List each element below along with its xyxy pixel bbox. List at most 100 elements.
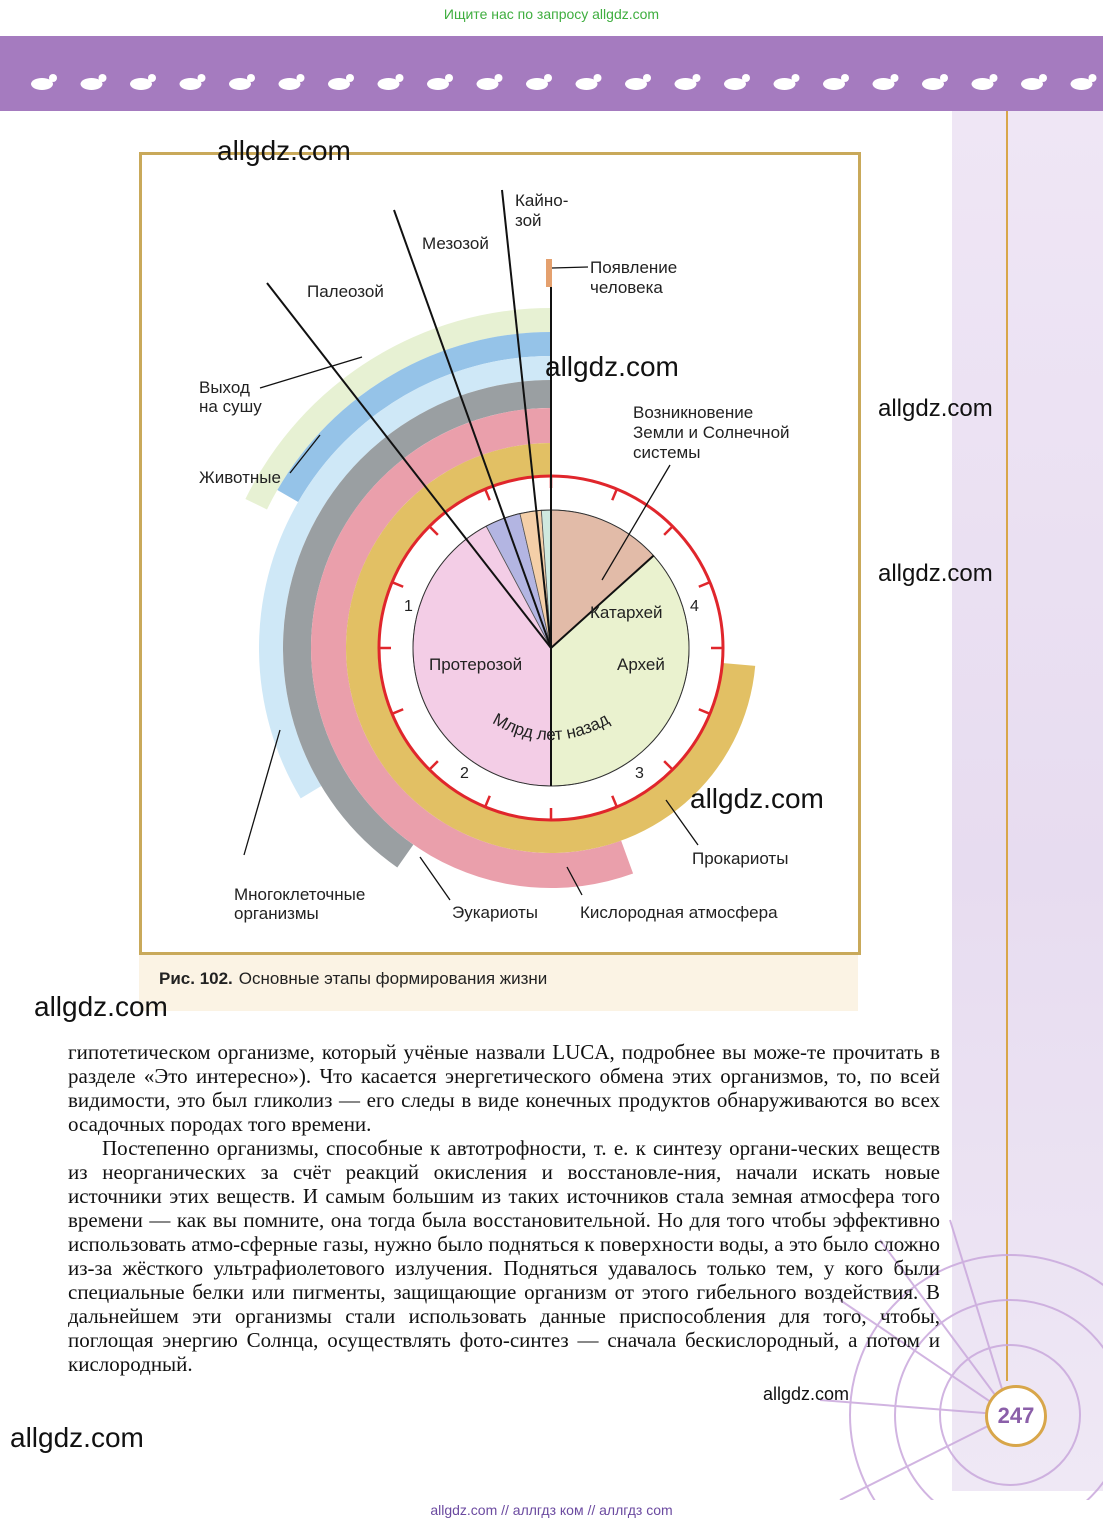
footer-links: allgdz.com // аллгдз ком // аллгдз com — [430, 1502, 673, 1518]
clock-tick — [484, 795, 491, 808]
label-multicell-line2: организмы — [234, 904, 319, 923]
animal-silhouette-icon — [643, 74, 651, 82]
label-earth-line3: системы — [633, 443, 700, 462]
label-land-line2: на сушу — [199, 397, 262, 416]
animal-silhouette-icon — [278, 78, 301, 90]
clock-tick — [698, 581, 711, 588]
animal-silhouette-icon — [989, 74, 998, 82]
label-human-line1: Появление — [590, 258, 677, 277]
label-land-line1: Выход — [199, 378, 250, 397]
label-paleozoy: Палеозой — [307, 282, 384, 301]
clock-tick — [611, 488, 618, 501]
animal-silhouettes-decoration — [31, 74, 1097, 90]
side-decor-band — [952, 111, 1103, 1491]
label-katarhey: Катархей — [590, 603, 663, 622]
animal-silhouette-icon — [395, 74, 404, 82]
animal-silhouette-icon — [346, 74, 354, 82]
animal-silhouette-icon — [148, 74, 156, 82]
paragraph-1: гипотетическом организме, который учёные… — [68, 1040, 940, 1136]
animal-silhouette-icon — [445, 74, 453, 82]
band-multicell — [282, 380, 551, 868]
paragraph-2: Постепенно организмы, способные к автотр… — [68, 1136, 940, 1376]
animal-silhouette-icon — [922, 78, 944, 90]
watermark: allgdz.com — [10, 1422, 144, 1453]
clock-tick — [611, 795, 618, 808]
animal-silhouette-icon — [872, 78, 895, 90]
animal-silhouette-icon — [427, 78, 449, 90]
label-kaynozoy-line1: Кайно- — [515, 191, 568, 210]
figure-frame: Палеозой Мезозой Кайно- зой Появление че… — [139, 152, 861, 955]
watermark: allgdz.com — [34, 991, 168, 1022]
animal-silhouette-icon — [1088, 74, 1097, 82]
animal-silhouette-icon — [1039, 74, 1047, 82]
animal-silhouette-icon — [823, 78, 845, 90]
animal-silhouette-icon — [971, 78, 994, 90]
label-kaynozoy-line2: зой — [515, 211, 542, 230]
label-eukaryotes: Эукариоты — [452, 903, 538, 922]
animal-silhouette-icon — [593, 74, 602, 82]
watermark: allgdz.com — [545, 351, 679, 382]
clock-tick — [663, 525, 674, 536]
animal-silhouette-icon — [1070, 78, 1093, 90]
clock-tick — [391, 708, 404, 715]
boundary-line-paleozoy — [266, 282, 552, 649]
animal-silhouette-icon — [31, 78, 53, 90]
animal-silhouette-icon — [940, 74, 948, 82]
animal-silhouette-icon — [791, 74, 800, 82]
boundary-line-kaynozoy — [501, 189, 552, 649]
caption-number: Рис. 102. — [159, 969, 233, 988]
animal-silhouette-icon — [247, 74, 255, 82]
page-number: 247 — [985, 1385, 1047, 1447]
clock-tick — [484, 488, 491, 501]
label-oxygen-atmosphere: Кислородная атмосфера — [580, 903, 778, 922]
animal-silhouette-icon — [526, 78, 548, 90]
pointer-lines — [243, 266, 699, 901]
side-decor-line — [1006, 111, 1008, 1381]
animal-silhouette-icon — [328, 78, 350, 90]
animal-silhouette-icon — [377, 78, 400, 90]
clock-tick — [428, 525, 439, 536]
label-proterozoy: Протерозой — [429, 655, 522, 674]
label-prokaryotes: Прокариоты — [692, 849, 788, 868]
watermark: allgdz.com — [690, 783, 824, 814]
label-earth-line2: Земли и Солнечной — [633, 423, 790, 442]
animal-silhouette-icon — [494, 74, 503, 82]
watermark: allgdz.com — [878, 560, 993, 587]
animal-silhouette-icon — [80, 78, 103, 90]
animal-silhouette-icon — [674, 78, 697, 90]
animal-silhouette-icon — [229, 78, 251, 90]
animal-silhouette-icon — [692, 74, 701, 82]
caption-text: Основные этапы формирования жизни — [238, 969, 548, 988]
boundary-line-mezozoy — [393, 209, 552, 649]
band-land-exit — [277, 332, 551, 502]
clock-tick — [663, 760, 674, 771]
animal-silhouette-icon — [625, 78, 647, 90]
human-appearance-marker — [546, 259, 552, 287]
animal-silhouette-icon — [544, 74, 552, 82]
tick-label-4: 4 — [690, 598, 699, 615]
band-plants — [245, 308, 551, 510]
tick-label-2: 2 — [460, 765, 469, 782]
animal-silhouette-icon — [197, 74, 206, 82]
label-earth-line1: Возникновение — [633, 403, 753, 422]
header-banner — [0, 36, 1103, 111]
animal-silhouette-icon — [476, 78, 499, 90]
body-text: гипотетическом организме, который учёные… — [68, 1040, 940, 1376]
animal-silhouette-icon — [724, 78, 746, 90]
tick-label-3: 3 — [635, 765, 644, 782]
label-animals: Животные — [199, 468, 281, 487]
label-mezozoy: Мезозой — [422, 234, 489, 253]
animal-silhouette-icon — [1021, 78, 1043, 90]
tick-label-1: 1 — [404, 598, 413, 615]
watermark: allgdz.com — [878, 395, 993, 422]
top-search-note: Ищите нас по запросу allgdz.com — [443, 6, 660, 22]
watermark: allgdz.com — [217, 135, 351, 166]
compass-rose-decoration — [819, 1219, 1103, 1500]
animal-silhouette-icon — [130, 78, 152, 90]
life-stages-diagram: Палеозой Мезозой Кайно- зой Появление че… — [199, 189, 790, 923]
clock-tick — [428, 760, 439, 771]
label-multicell-line1: Многоклеточные — [234, 885, 365, 904]
animal-silhouette-icon — [296, 74, 305, 82]
watermark: allgdz.com — [763, 1384, 850, 1404]
band-animals — [259, 356, 551, 799]
